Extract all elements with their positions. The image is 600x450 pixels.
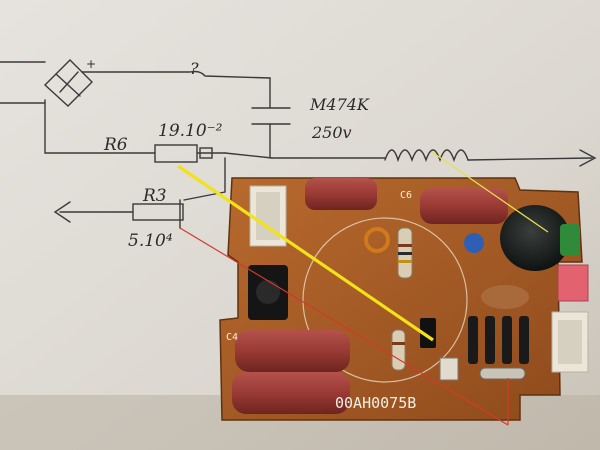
diode [485,316,495,364]
resistor-bottom-right [479,367,526,380]
silkscreen-c4: C4 [226,332,238,343]
yellow-annotation-line [177,164,434,342]
silkscreen-c6: C6 [400,190,412,201]
pink-connector [557,264,589,302]
resistor-band [398,260,412,263]
copper-coil [364,227,390,253]
film-capacitor-c4 [235,330,350,372]
r3-value: 5.10⁴ [128,231,173,251]
capacitor-voltage-label: 250v [311,123,352,142]
film-capacitor-c5 [232,372,350,414]
film-capacitor-c6 [420,188,508,224]
plus-mark: + [86,57,96,71]
silk-circle [302,217,468,383]
r3-label: R3 [142,186,167,206]
capacitor-part-label: M474K [309,95,370,114]
resistor-band [392,342,405,345]
r6-label: R6 [103,135,128,155]
coil-green-cap [560,224,580,256]
resistor-lower [391,329,406,371]
r6-value: 19.10⁻² [158,121,223,141]
diode-array [468,316,529,364]
diode [468,316,478,364]
pcb-board: C6 [219,177,589,421]
diode [502,316,512,364]
red-annotation-line [179,227,509,426]
resistor-band [398,252,412,255]
ceramic-disc [481,285,529,309]
question-mark: ? [190,59,199,78]
blue-trimmer [464,233,484,253]
circuit-sketch [0,59,597,229]
three-pin-header [439,357,459,381]
diode [519,316,529,364]
white-connector-right-slot [558,320,582,364]
yellow-thin-annotation-line [431,151,549,233]
pcb-part-number: 00AH0075B [335,394,416,412]
resistor-band [398,244,412,247]
film-capacitor-top [305,178,377,210]
mounting-hole [256,280,280,304]
ferrite-coil [500,205,570,271]
